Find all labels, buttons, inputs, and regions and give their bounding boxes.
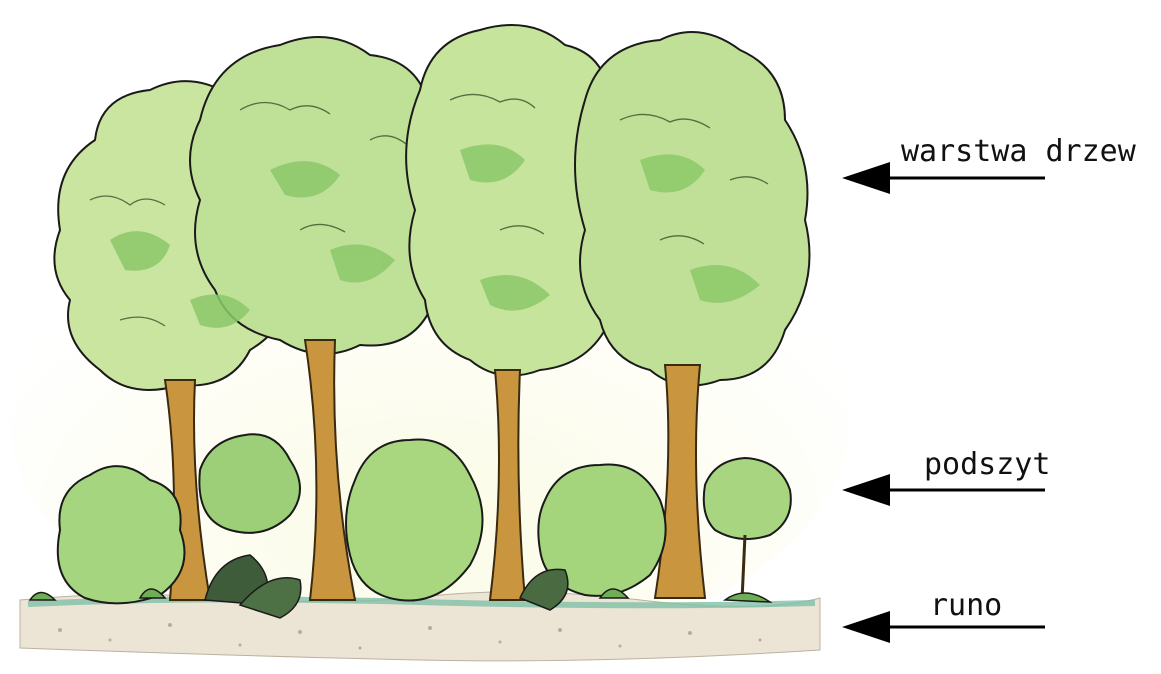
label-ground-cover: runo [930, 588, 1002, 623]
shrub-1 [58, 466, 185, 603]
layer-arrows [842, 162, 1045, 643]
canopy-4 [575, 32, 810, 386]
label-tree-layer: warstwa drzew [901, 134, 1136, 169]
label-undergrowth: podszyt [924, 447, 1050, 482]
ground [20, 592, 820, 661]
shrub-5 [704, 458, 791, 539]
